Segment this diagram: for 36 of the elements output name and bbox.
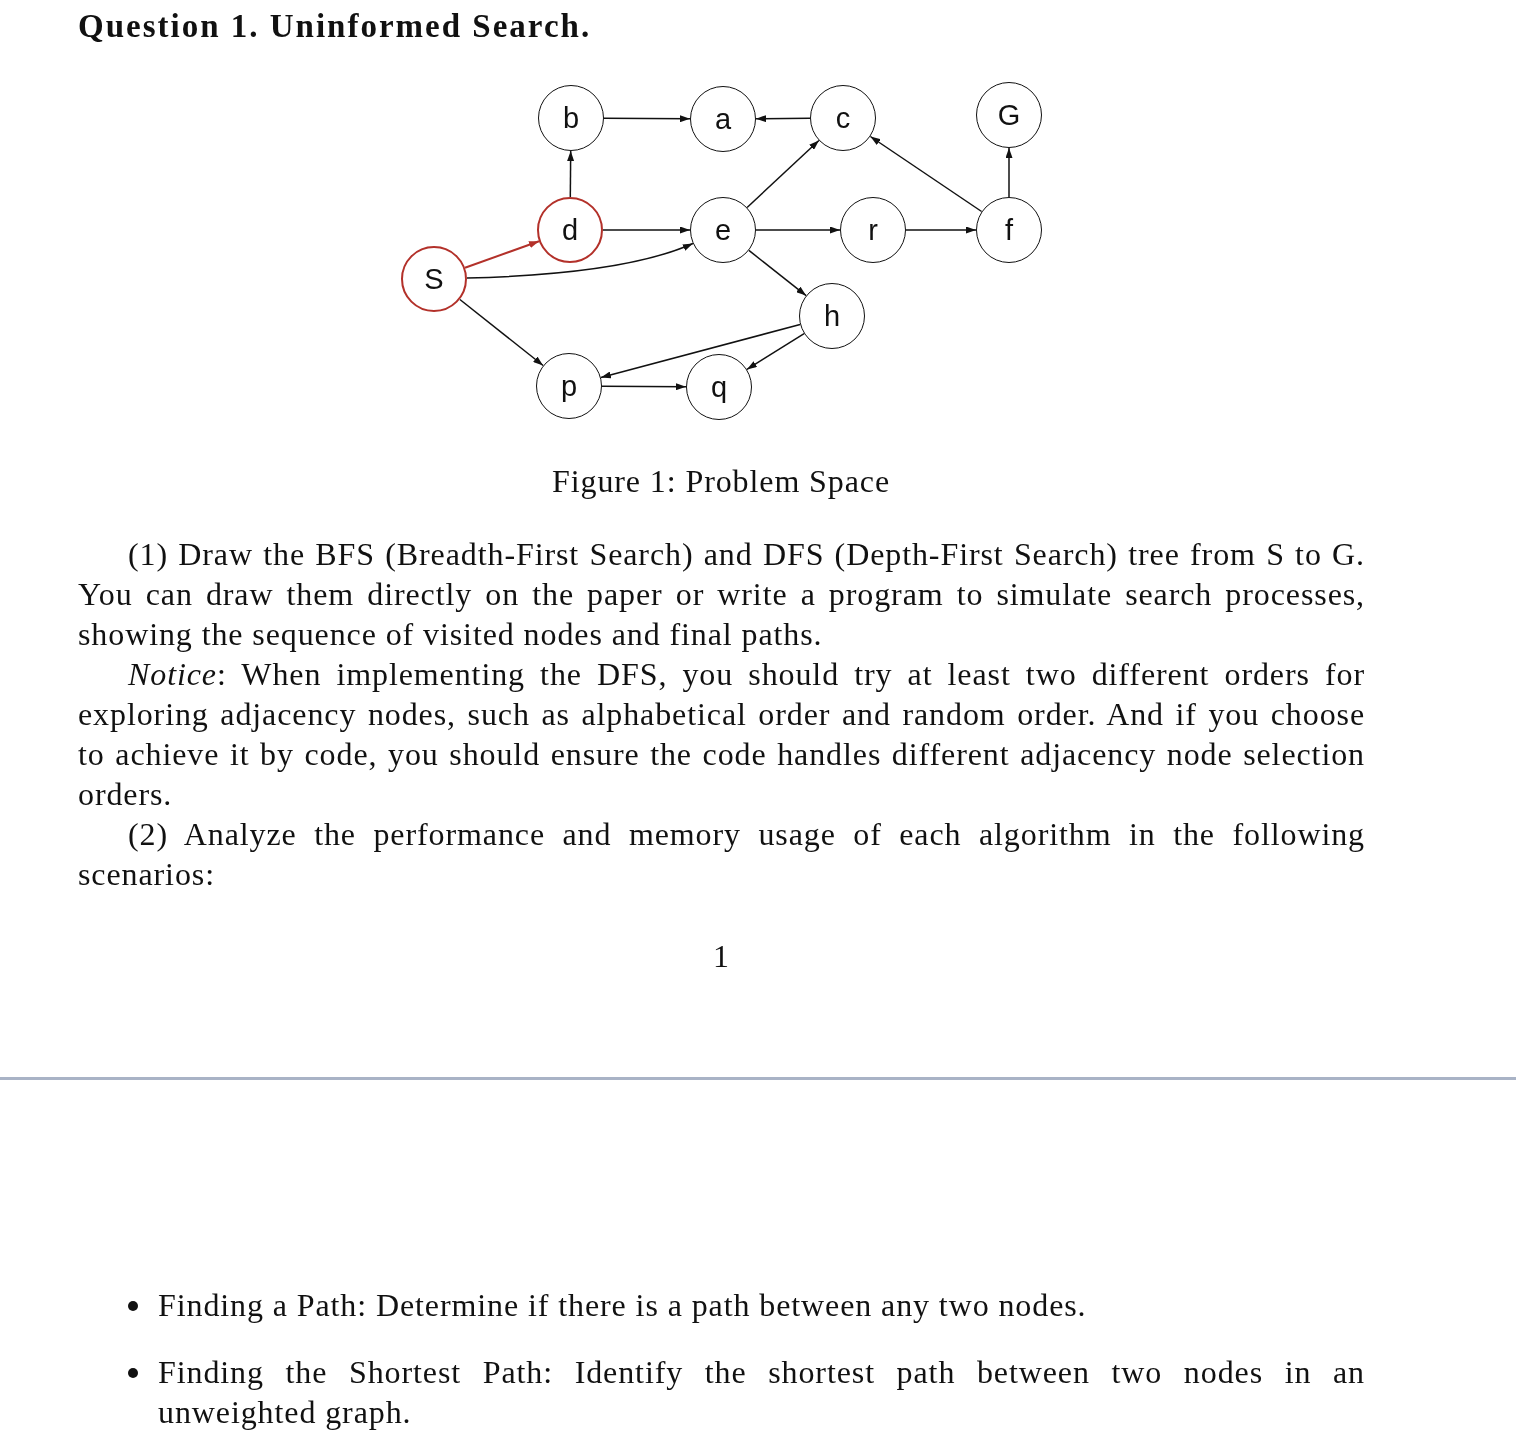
state-node: f: [976, 197, 1042, 263]
arrow: [869, 135, 983, 213]
arrow: [755, 115, 811, 123]
arrow: [746, 139, 820, 209]
arrow: [746, 332, 805, 371]
state-node: h: [799, 283, 865, 349]
arrow: [601, 383, 687, 391]
list-item-text: Finding the Shortest Path: Identify the shortest path between two nodes in an unweighted graph.: [158, 1353, 1365, 1432]
arrow: [1005, 147, 1013, 198]
state-node: S: [401, 246, 467, 312]
state-node: b: [538, 85, 604, 151]
paragraph: Notice: When implementing the DFS, you should try at least two different orders for exploring adjacency nodes, such as alphabetical order and random order. And if you choose to achieve it by code, you should ensure the code handles different adjacency node selection orders.: [78, 655, 1365, 814]
arrow: [459, 298, 544, 367]
arrow: [567, 150, 575, 198]
arrow: [905, 226, 977, 234]
page-number: 1: [713, 938, 729, 974]
state-node: p: [536, 353, 602, 419]
paragraph: (2) Analyze the performance and memory usage of each algorithm in the following scenarios:: [78, 815, 1365, 894]
state-node: e: [690, 197, 756, 263]
state-node: r: [840, 197, 906, 263]
arrow: [603, 115, 691, 123]
list-item-text: Finding a Path: Determine if there is a path between any two nodes.: [158, 1286, 1088, 1325]
arrow: [600, 323, 801, 379]
state-node: c: [810, 85, 876, 151]
arrow: [464, 240, 540, 269]
arrow: [748, 249, 807, 297]
arrow: [755, 226, 841, 234]
figure-caption: Figure 1: Problem Space: [552, 463, 890, 499]
state-node: G: [976, 82, 1042, 148]
state-node: q: [686, 354, 752, 420]
arrow: [466, 242, 694, 279]
arrow: [602, 226, 691, 234]
question-heading: Question 1. Uninformed Search.: [78, 8, 592, 45]
state-node: d: [537, 197, 603, 263]
paragraph: (1) Draw the BFS (Breadth-First Search) and DFS (Depth-First Search) tree from S to G. You can draw them directly on the paper or write a program to simulate search processes, showing the sequence of visited nodes and final paths.: [78, 535, 1365, 654]
state-node: a: [690, 86, 756, 152]
